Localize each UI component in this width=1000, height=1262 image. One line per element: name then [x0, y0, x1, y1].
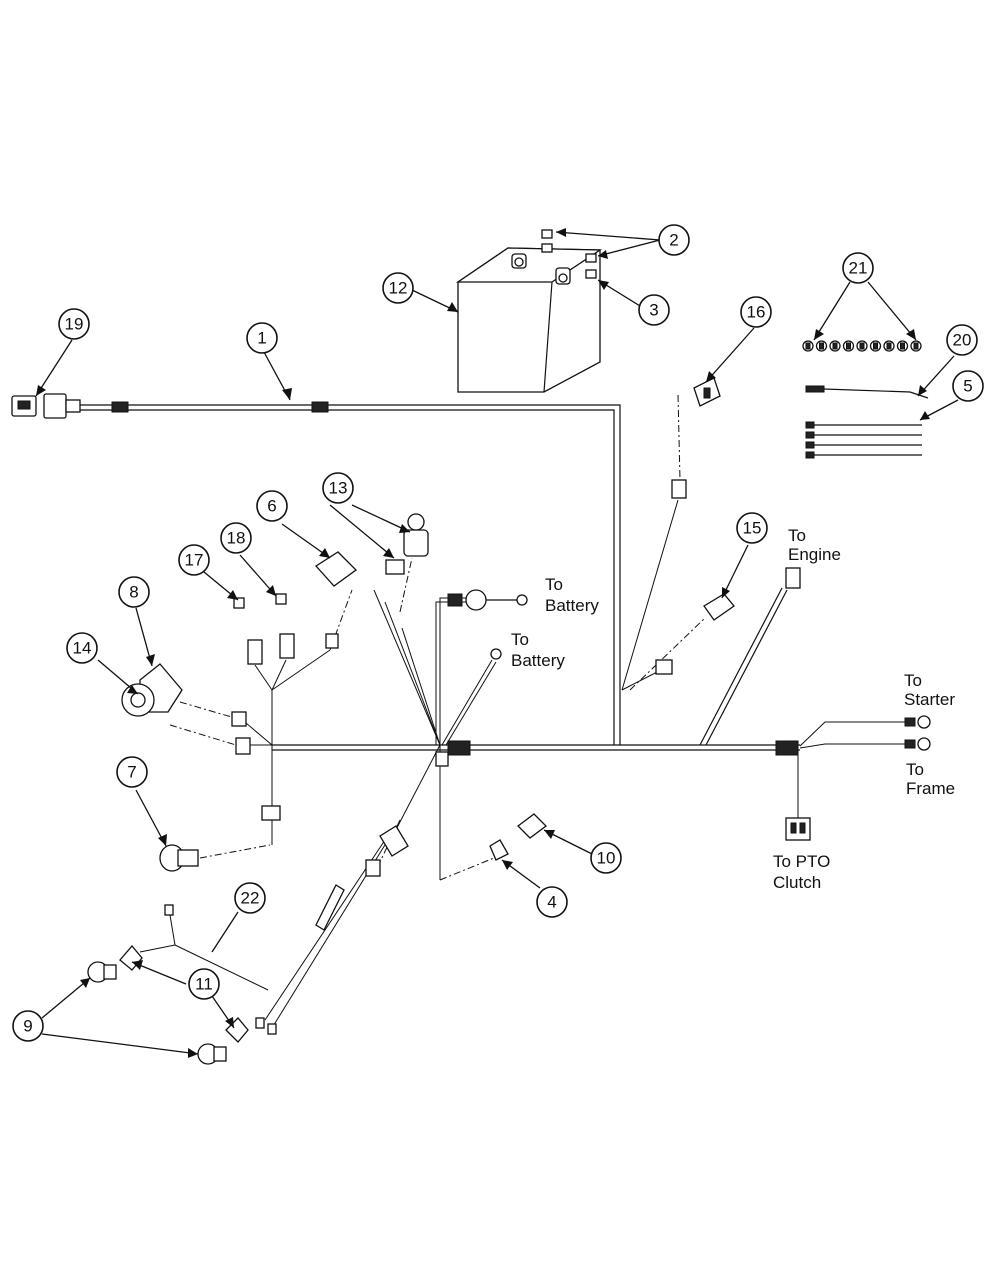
svg-text:18: 18 [227, 529, 246, 548]
trunk-connector-icon [235, 737, 799, 821]
callout-19: 19 [58, 308, 90, 340]
diode-10-icon [489, 813, 547, 861]
switch-7-icon [159, 844, 199, 872]
arrowheads [36, 228, 930, 1058]
svg-text:16: 16 [747, 303, 766, 322]
label-to-starter: To Starter [904, 671, 955, 709]
screw-slot-icon [886, 342, 892, 350]
cable-ties-5-icon [805, 421, 922, 459]
switch-19-icon [11, 393, 329, 419]
tie-20-icon [805, 385, 929, 399]
relay-16-icon [671, 377, 721, 499]
svg-text:11: 11 [195, 975, 213, 994]
connector-15-icon [655, 593, 735, 675]
callout-5: 5 [952, 370, 984, 402]
callout-16: 16 [740, 296, 772, 328]
callout-17: 17 [178, 544, 210, 576]
label-to-frame: To Frame [906, 760, 955, 798]
svg-text:4: 4 [547, 893, 556, 912]
callout-8: 8 [118, 576, 150, 608]
bolt-nut-icon [541, 229, 597, 279]
callout-18: 18 [220, 522, 252, 554]
screw-slot-icon [900, 342, 905, 350]
callout-15: 15 [736, 512, 768, 544]
main-harness [80, 404, 905, 1029]
svg-text:7: 7 [127, 763, 136, 782]
callout-14: 14 [66, 632, 98, 664]
label-to-pto-clutch: To PTO Clutch [773, 852, 835, 892]
screw-slot-icon [859, 342, 865, 350]
label-to-engine: To Engine [788, 526, 841, 564]
svg-text:13: 13 [329, 479, 348, 498]
battery-terminal-icon [447, 589, 528, 660]
lights-icon [87, 904, 277, 1065]
callout-1: 1 [246, 322, 278, 354]
callout-2: 2 [658, 224, 690, 256]
screw-slot-icon [805, 342, 811, 350]
callout-3: 3 [638, 294, 670, 326]
svg-text:21: 21 [849, 259, 868, 278]
callout-13: 13 [322, 472, 354, 504]
callout-4: 4 [536, 886, 568, 918]
svg-text:19: 19 [65, 315, 84, 334]
svg-text:6: 6 [267, 497, 276, 516]
callout-20: 20 [946, 324, 978, 356]
callout-11: 11 [188, 968, 220, 1000]
callout-22: 22 [234, 882, 266, 914]
svg-text:17: 17 [185, 551, 204, 570]
module-6-icon [315, 551, 357, 649]
svg-text:5: 5 [963, 377, 972, 396]
ring-terminal-icon [904, 715, 931, 751]
label-to-battery-lower: To Battery [511, 630, 565, 670]
svg-text:14: 14 [73, 639, 92, 658]
screw-slot-icon [873, 342, 878, 350]
svg-text:20: 20 [953, 331, 972, 350]
screw-slot-icon [832, 342, 838, 350]
phantom-lines [169, 394, 706, 881]
callout-6: 6 [256, 490, 288, 522]
ignition-switch-icon [121, 663, 247, 727]
svg-text:1: 1 [257, 329, 266, 348]
screws-21-icon [802, 340, 922, 352]
screw-slot-icon [846, 342, 851, 350]
svg-text:9: 9 [23, 1017, 32, 1036]
hub-connector-icon [315, 825, 409, 931]
svg-text:15: 15 [743, 519, 762, 538]
callout-21: 21 [842, 252, 874, 284]
label-to-battery-upper: To Battery [545, 575, 599, 615]
engine-connector-icon [785, 567, 801, 589]
callout-7: 7 [116, 756, 148, 788]
screw-slot-icon [913, 342, 919, 350]
callout-10: 10 [590, 842, 622, 874]
svg-text:2: 2 [669, 231, 678, 250]
outlet-13-icon [385, 513, 429, 575]
battery-icon [455, 247, 603, 393]
callout-12: 12 [382, 272, 414, 304]
svg-text:12: 12 [389, 279, 408, 298]
svg-text:22: 22 [241, 889, 260, 908]
svg-text:8: 8 [129, 583, 138, 602]
svg-text:10: 10 [597, 849, 616, 868]
callout-9: 9 [12, 1010, 44, 1042]
pto-connector-icon [785, 817, 811, 841]
svg-text:3: 3 [649, 301, 658, 320]
connectors-17-18-icon [233, 593, 295, 665]
screw-slot-icon [819, 342, 824, 350]
